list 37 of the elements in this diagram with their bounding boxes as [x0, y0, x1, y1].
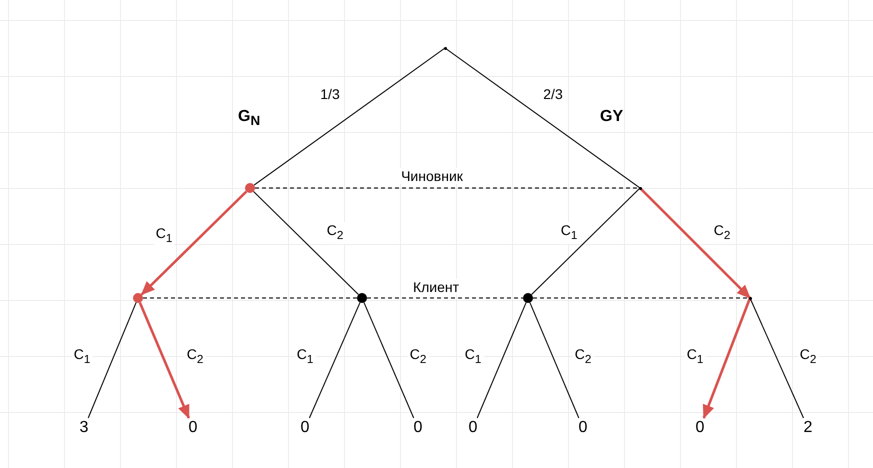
branch-line: [476, 302, 527, 418]
branch-point: [748, 296, 752, 300]
payoff-value: 0: [297, 418, 313, 438]
branch-line: [531, 188, 640, 295]
branch-line: [444, 48, 640, 188]
edge-label: C$_{2}$: [324, 222, 346, 244]
edge-label: C$_{1}$: [154, 225, 174, 247]
edge-label: 2/3: [541, 86, 565, 102]
arrow: [138, 302, 190, 419]
edge-label: Чиновник: [399, 168, 465, 184]
payoff-value: 0: [410, 418, 426, 438]
branch-point: [444, 46, 446, 50]
branch-line: [364, 302, 414, 418]
arrow: [702, 298, 752, 419]
branch-line: [750, 298, 804, 418]
player-label: GY: [600, 108, 624, 126]
payoff-value: 2: [800, 418, 816, 438]
decision-node-dot: [523, 293, 533, 303]
arrow: [140, 190, 248, 296]
payoff-value: 0: [185, 418, 201, 438]
branch-line: [308, 302, 360, 418]
decision-node-dot: [357, 293, 367, 303]
player-label: G$_{N}$: [238, 108, 260, 128]
decision-node-dot: [245, 183, 255, 193]
edge-label: 1/3: [318, 86, 342, 102]
payoff-value: 0: [465, 418, 481, 438]
edge-label: C$_{1}$: [558, 222, 580, 244]
branch-line: [88, 302, 137, 418]
branch-line: [529, 302, 580, 418]
decision-node-dot: [133, 293, 143, 303]
branch-line: [254, 48, 446, 186]
arrow: [639, 187, 751, 299]
branch-point: [638, 186, 642, 190]
payoff-value: 0: [692, 418, 708, 438]
payoff-value: 0: [575, 418, 591, 438]
branch-line: [253, 191, 359, 295]
payoff-value: 3: [76, 418, 92, 438]
